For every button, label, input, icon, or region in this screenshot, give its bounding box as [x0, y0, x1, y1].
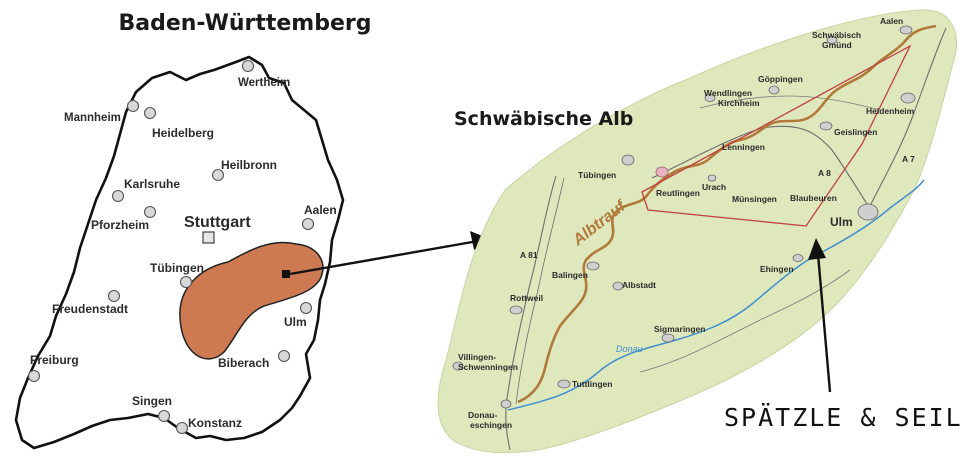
city-dot-karlsruhe — [111, 189, 125, 203]
town-label-tuttlingen: Tuttlingen — [572, 379, 612, 389]
town-marker-rottweil — [509, 305, 523, 315]
city-label-freiburg: Freiburg — [30, 353, 79, 367]
right-map-title: Schwäbische Alb — [454, 108, 633, 130]
city-dot-pforzheim — [143, 205, 157, 219]
town-marker-sigmaringen — [661, 333, 675, 343]
baden-wuerttemberg-map: Baden-Württemberg Wertheim Mannheim Heid… — [14, 11, 372, 450]
city-dot-freudenstadt — [107, 289, 121, 303]
city-label-freudenstadt: Freudenstadt — [52, 302, 128, 316]
climbing-region-frame — [641, 44, 912, 227]
town-label-aalen: Aalen — [880, 16, 903, 26]
town-marker-donaueschingen — [500, 399, 512, 409]
town-marker-reutlingen — [655, 166, 669, 178]
town-marker-wendlingen — [704, 94, 716, 102]
city-dot-heilbronn — [211, 168, 225, 182]
town-marker-goeppingen — [768, 85, 780, 95]
town-label-geislingen: Geislingen — [834, 127, 877, 137]
city-dot-aalen — [301, 217, 315, 231]
town-label-muensingen: Münsingen — [732, 194, 777, 204]
city-label-biberach: Biberach — [218, 356, 269, 370]
town-marker-tuttlingen — [557, 379, 571, 389]
region-marker — [282, 270, 290, 278]
city-dot-ulm — [299, 301, 313, 315]
city-label-konstanz: Konstanz — [188, 416, 242, 430]
town-marker-gmuend — [826, 36, 838, 44]
town-label-donaueschingen-1: Donau- — [468, 410, 497, 420]
road-a8 — [651, 125, 873, 213]
city-dot-wertheim — [241, 59, 255, 73]
road-a81 — [505, 175, 557, 451]
town-label-schwenningen: Schwenningen — [458, 362, 518, 372]
town-label-blaubeuren: Blaubeuren — [790, 193, 837, 203]
road-a7 — [869, 27, 947, 207]
town-label-goeppingen: Göppingen — [758, 74, 803, 84]
town-label-donaueschingen-2: eschingen — [470, 420, 512, 430]
alb-region-shape — [437, 9, 957, 454]
town-label-schwaebisch: Schwäbisch — [812, 30, 861, 40]
city-dot-singen — [157, 409, 171, 423]
town-label-ehingen: Ehingen — [760, 264, 794, 274]
city-label-karlsruhe: Karlsruhe — [124, 177, 180, 191]
city-dot-tuebingen — [179, 275, 193, 289]
river-donau — [507, 179, 925, 411]
road-label-a7: A 7 — [902, 154, 915, 164]
city-label-heilbronn: Heilbronn — [221, 158, 277, 172]
town-label-wendlingen: Wendlingen — [704, 88, 752, 98]
town-label-tuebingen: Tübingen — [578, 170, 616, 180]
town-label-kirchheim: Kirchheim — [718, 98, 760, 108]
town-label-balingen: Balingen — [552, 270, 588, 280]
town-label-ulm: Ulm — [830, 215, 853, 229]
town-label-gmuend: Gmünd — [822, 40, 852, 50]
city-dot-heidelberg — [143, 106, 157, 120]
city-label-tuebingen: Tübingen — [150, 261, 204, 275]
city-dot-freiburg — [27, 369, 41, 383]
albtrauf-line — [517, 24, 937, 404]
road-label-a8: A 8 — [818, 168, 831, 178]
city-label-aalen: Aalen — [304, 203, 337, 217]
city-dot-mannheim — [126, 99, 140, 113]
city-label-wertheim: Wertheim — [238, 77, 290, 89]
town-marker-ehingen — [792, 254, 804, 262]
town-marker-tuebingen — [621, 154, 635, 166]
city-label-pforzheim: Pforzheim — [91, 218, 149, 232]
town-marker-aalen — [899, 25, 913, 35]
town-label-albstadt: Albstadt — [622, 280, 656, 290]
road-a81-parallel — [515, 177, 565, 405]
brand-pointer-head — [808, 238, 826, 260]
city-label-heidelberg: Heidelberg — [152, 126, 214, 140]
town-marker-urach — [707, 174, 717, 182]
city-dot-konstanz — [175, 421, 189, 435]
town-label-heidenheim: Heidenheim — [866, 106, 915, 116]
town-marker-ulm — [857, 203, 879, 221]
town-marker-geislingen — [819, 121, 833, 131]
city-label-singen: Singen — [132, 394, 172, 408]
schwaebische-alb-map: Schwäbische Alb Donau Albtrauf — [437, 9, 963, 454]
brand-logo-text: SPÄTZLE & SEIL — [724, 403, 963, 432]
town-label-sigmaringen: Sigmaringen — [654, 324, 705, 334]
town-marker-villingen — [452, 361, 464, 371]
town-marker-albstadt — [612, 281, 624, 291]
river-label-donau: Donau — [616, 344, 643, 354]
road-label-a81: A 81 — [520, 250, 538, 260]
city-label-stuttgart: Stuttgart — [184, 214, 251, 231]
city-dot-biberach — [277, 349, 291, 363]
capital-square-stuttgart — [202, 231, 215, 244]
road-misc — [699, 95, 881, 111]
brand-pointer-line — [816, 253, 832, 393]
town-label-lenningen: Lenningen — [722, 142, 765, 152]
town-marker-heidenheim — [900, 92, 916, 104]
left-map-title: Baden-Württemberg — [118, 11, 371, 36]
city-label-mannheim: Mannheim — [64, 112, 121, 124]
town-label-urach: Urach — [702, 182, 726, 192]
city-label-ulm: Ulm — [284, 315, 307, 329]
town-marker-balingen — [586, 261, 600, 271]
town-label-rottweil: Rottweil — [510, 293, 543, 303]
town-label-villingen: Villingen- — [458, 352, 496, 362]
town-label-reutlingen: Reutlingen — [656, 188, 700, 198]
